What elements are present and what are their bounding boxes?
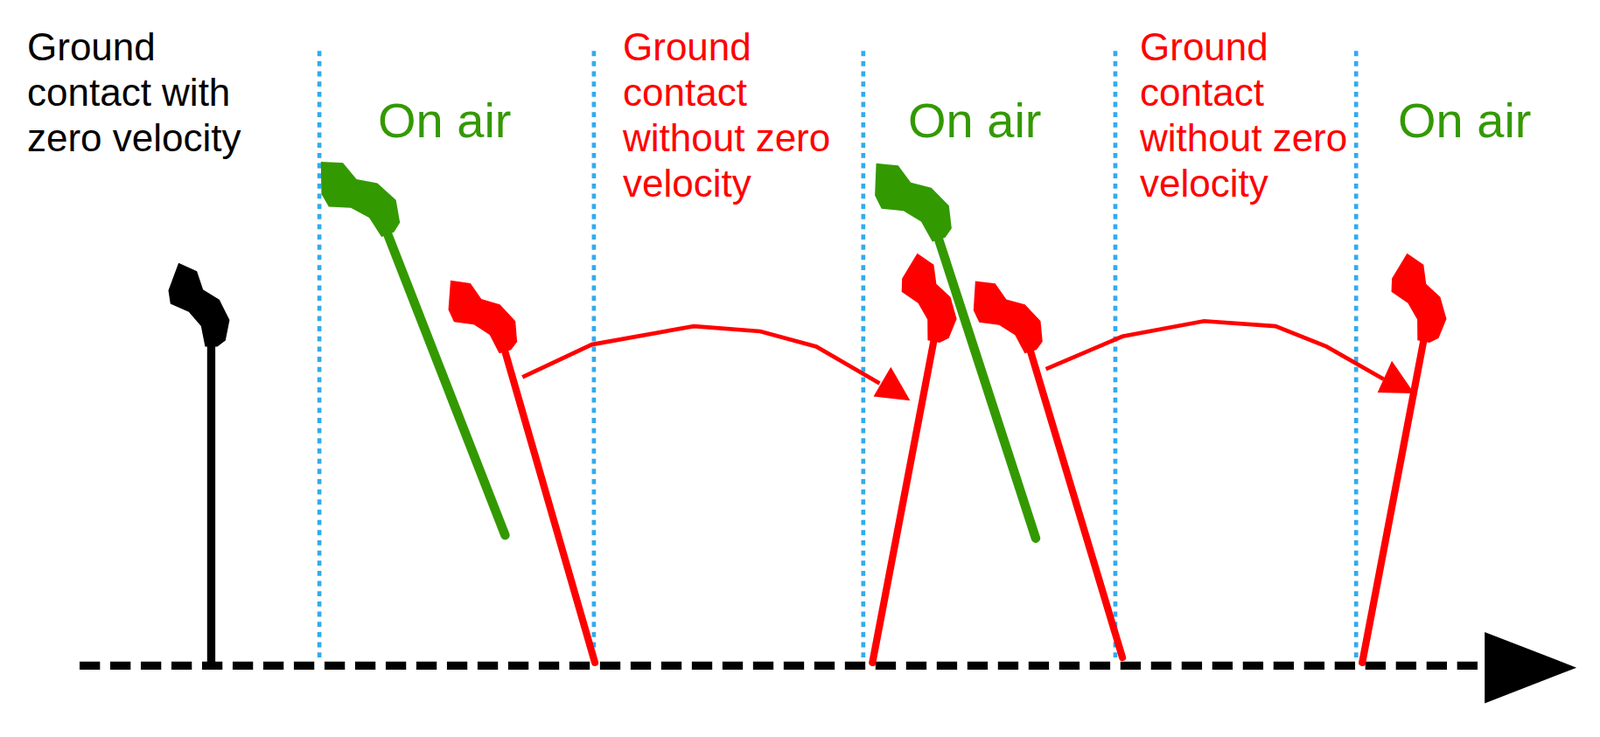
crutch-red [440, 251, 1458, 664]
phase-label: Ground contact without zero velocity [622, 24, 842, 207]
crutch-black [167, 263, 230, 664]
phase-label: Ground contact with zero velocity [27, 24, 246, 161]
ground-axis [79, 662, 1490, 671]
phase-label: On air [377, 90, 588, 150]
swing-arrow [522, 321, 1414, 401]
axis-arrowhead [1484, 632, 1577, 705]
phase-label: On air [908, 90, 1118, 150]
phase-label: Ground contact without zero velocity [1139, 24, 1359, 207]
phase-label: On air [1397, 90, 1591, 150]
